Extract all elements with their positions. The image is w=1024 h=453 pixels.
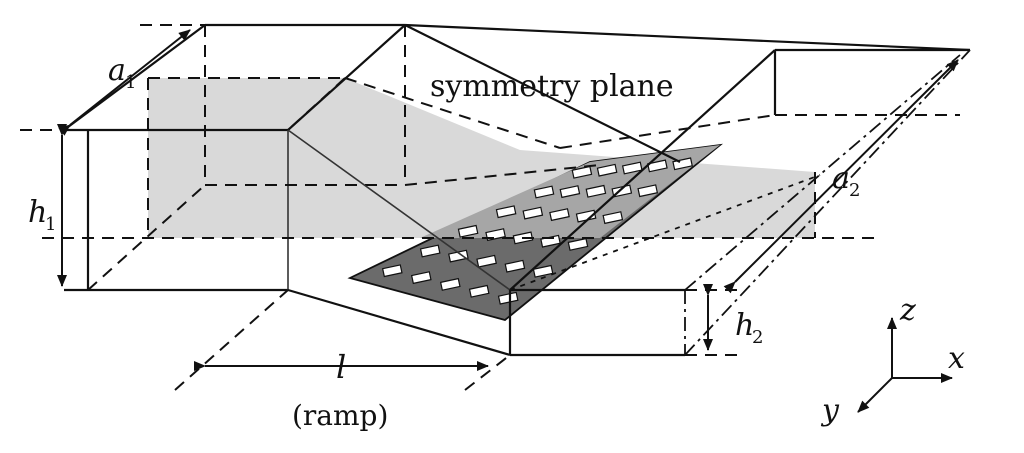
label-a2: a — [832, 161, 850, 196]
panel-hole — [571, 165, 593, 179]
label-l: l — [336, 348, 346, 386]
label-a2-sub: 2 — [849, 180, 860, 201]
dim-a1 — [58, 29, 191, 136]
label-symmetry-plane: symmetry plane — [430, 69, 674, 104]
axis-y-arrow — [857, 377, 893, 413]
label-axis-y: y — [820, 393, 840, 428]
hidden-line-7 — [344, 77, 561, 149]
extension-line-l-right — [464, 354, 511, 391]
label-h1-sub: 1 — [45, 214, 56, 235]
hidden-line-4 — [87, 184, 206, 291]
panel-hole — [585, 184, 607, 198]
label-axis-x: x — [948, 341, 965, 376]
label-h2: h — [735, 308, 754, 343]
panel-hole — [439, 277, 461, 291]
panel-hole — [567, 237, 589, 251]
panel-hole — [602, 211, 624, 225]
panel-hole — [495, 205, 517, 219]
panel-hole — [596, 163, 618, 177]
extension-line-l-left — [174, 289, 289, 391]
panel-hole — [549, 208, 570, 222]
downstream-top-back — [404, 23, 971, 52]
label-axis-z: z — [899, 293, 916, 328]
hidden-line-9 — [404, 164, 601, 186]
panel-hole — [419, 244, 441, 258]
label-h2-sub: 2 — [752, 327, 763, 348]
panel-hole — [647, 159, 668, 173]
panel-hole — [468, 284, 490, 298]
panel-hole — [457, 224, 479, 238]
label-a1-sub: 1 — [125, 72, 136, 93]
ramp-bottom-front — [287, 288, 511, 357]
panel-hole — [522, 206, 544, 220]
panel-hole — [532, 264, 554, 278]
label-a1: a — [108, 53, 126, 88]
label-ramp: (ramp) — [292, 399, 388, 432]
label-h1: h — [28, 195, 47, 230]
ramp-diagonal-top — [287, 129, 511, 291]
panel-hole — [504, 259, 526, 273]
downstream-hidden-1 — [559, 114, 776, 149]
panel-hole — [533, 185, 555, 199]
coordinate-axes — [857, 317, 953, 413]
ramp-to-back — [404, 24, 681, 163]
panel-hole — [621, 161, 643, 175]
hidden-line-10 — [287, 77, 346, 131]
panel-hole — [637, 184, 659, 198]
panel-hole — [381, 264, 403, 278]
panel-hole — [476, 254, 497, 268]
dim-a2 — [723, 59, 959, 294]
panel-hole — [410, 271, 432, 285]
panel-hole — [559, 185, 581, 199]
